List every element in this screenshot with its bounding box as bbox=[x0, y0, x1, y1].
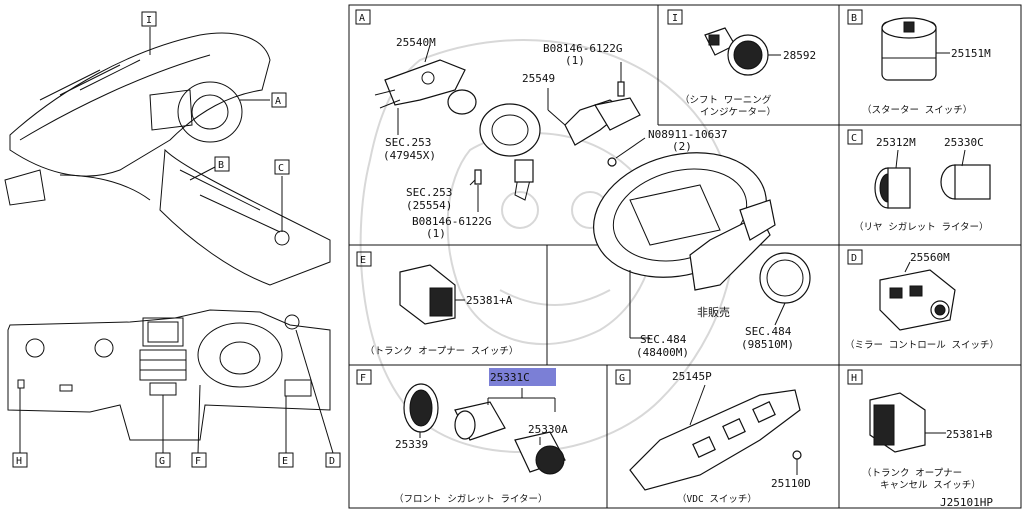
section-borders bbox=[348, 4, 1022, 509]
trunk-cancel-switch-drawing bbox=[869, 392, 946, 453]
section-tag-F: F bbox=[356, 369, 372, 385]
svg-text:G: G bbox=[619, 373, 625, 384]
starter-switch-drawing bbox=[881, 17, 950, 81]
part-25549: 25549 bbox=[522, 72, 555, 85]
part-sec253-a: SEC.253 bbox=[385, 136, 431, 149]
part-25381B: 25381+B bbox=[946, 428, 993, 441]
part-nut-qty: (2) bbox=[672, 140, 692, 153]
section-tag-G: G bbox=[615, 369, 631, 385]
part-28592: 28592 bbox=[783, 49, 816, 62]
overview-tag-C: C bbox=[274, 159, 290, 175]
caption-front-lighter: （フロント シガレット ライター） bbox=[394, 493, 548, 505]
svg-text:G: G bbox=[159, 456, 165, 467]
caption-vdc-switch: （VDC スイッチ） bbox=[677, 493, 757, 505]
highlight-25331C bbox=[489, 368, 556, 386]
svg-text:H: H bbox=[851, 373, 857, 384]
drawing-id: J25101HP bbox=[940, 496, 993, 509]
steering-wheel-drawing bbox=[592, 152, 776, 339]
svg-text:I: I bbox=[146, 15, 152, 26]
vdc-switch-drawing bbox=[629, 384, 802, 491]
overview-tag-G: G bbox=[155, 452, 171, 468]
combination-switch-drawing bbox=[374, 44, 477, 135]
part-25331C: 25331C bbox=[490, 371, 530, 384]
section-tag-H: H bbox=[847, 369, 863, 385]
bolt-upper-drawing bbox=[617, 62, 625, 97]
part-48400M: (48400M) bbox=[636, 346, 689, 359]
part-bolt-qty-lower: (1) bbox=[426, 227, 446, 240]
part-25554: (25554) bbox=[406, 199, 452, 212]
caption-rear-lighter: （リヤ シガレット ライター） bbox=[854, 221, 989, 233]
trunk-switch-drawing bbox=[399, 264, 465, 325]
overview-tag-E: E bbox=[278, 452, 294, 468]
overview-tag-F: F bbox=[191, 452, 207, 468]
overview-tag-B: B bbox=[214, 156, 230, 172]
svg-text:F: F bbox=[195, 456, 201, 467]
caption-shift-indicator-line2: インジケーター） bbox=[700, 106, 776, 118]
part-25330A: 25330A bbox=[528, 423, 568, 436]
nut-drawing bbox=[607, 137, 646, 167]
watermark-emblem bbox=[359, 39, 736, 453]
part-bolt-08146-upper: B08146-6122G bbox=[543, 42, 622, 55]
part-47945X: (47945X) bbox=[383, 149, 436, 162]
part-nut-08911: N08911-10637 bbox=[648, 128, 727, 141]
caption-trunk-cancel-line2: キャンセル スイッチ） bbox=[880, 479, 981, 491]
section-tag-E: E bbox=[356, 251, 372, 267]
overview-tag-I: I bbox=[141, 11, 157, 27]
svg-text:H: H bbox=[16, 456, 22, 467]
svg-text:C: C bbox=[851, 133, 857, 144]
airbag-module-drawing bbox=[759, 252, 811, 326]
mirror-switch-drawing bbox=[879, 261, 956, 331]
section-tag-I: I bbox=[667, 9, 683, 25]
part-not-for-sale: 非販売 bbox=[697, 306, 730, 319]
caption-shift-indicator-line1: （シフト ワーニング bbox=[680, 94, 772, 106]
svg-text:D: D bbox=[329, 456, 335, 467]
overview-tag-D: D bbox=[325, 452, 341, 468]
part-sec484-wheel: SEC.484 bbox=[640, 333, 687, 346]
svg-text:F: F bbox=[360, 373, 366, 384]
part-25540M: 25540M bbox=[396, 36, 436, 49]
svg-text:E: E bbox=[282, 456, 288, 467]
part-bolt-qty-upper: (1) bbox=[565, 54, 585, 67]
rear-lighter-drawing bbox=[874, 149, 991, 209]
part-bolt-08146-lower: B08146-6122G bbox=[412, 215, 491, 228]
bolt-lower-drawing bbox=[474, 169, 482, 212]
front-lighter-drawing bbox=[403, 368, 566, 475]
part-sec253-b: SEC.253 bbox=[406, 186, 452, 199]
part-25339: 25339 bbox=[395, 438, 428, 451]
caption-trunk-cancel-line1: （トランク オープナー bbox=[862, 467, 962, 479]
part-25145P: 25145P bbox=[672, 370, 712, 383]
overview-tag-A: A bbox=[271, 92, 287, 108]
section-tag-C: C bbox=[847, 129, 863, 145]
section-tag-D: D bbox=[847, 249, 863, 265]
paddle-shifter-drawing bbox=[547, 88, 641, 146]
svg-text:B: B bbox=[851, 13, 857, 24]
part-25330C: 25330C bbox=[944, 136, 984, 149]
overview-tag-H: H bbox=[12, 452, 28, 468]
part-25151M: 25151M bbox=[951, 47, 991, 60]
section-tag-B: B bbox=[847, 9, 863, 25]
part-25381A: 25381+A bbox=[466, 294, 513, 307]
svg-text:A: A bbox=[359, 13, 365, 24]
caption-trunk-switch: （トランク オープナー スイッチ） bbox=[365, 345, 518, 357]
svg-text:E: E bbox=[360, 255, 366, 266]
shift-indicator-drawing bbox=[704, 27, 781, 76]
caption-starter-switch: （スターター スイッチ） bbox=[862, 104, 972, 116]
svg-text:I: I bbox=[672, 13, 678, 24]
part-25560M: 25560M bbox=[910, 251, 950, 264]
svg-text:A: A bbox=[275, 96, 281, 107]
svg-text:C: C bbox=[278, 163, 284, 174]
section-tag-A: A bbox=[355, 9, 371, 25]
svg-text:D: D bbox=[851, 253, 857, 264]
part-25110D: 25110D bbox=[771, 477, 811, 490]
part-25312M: 25312M bbox=[876, 136, 916, 149]
part-98510M: (98510M) bbox=[741, 338, 794, 351]
interior-perspective-drawing bbox=[4, 27, 331, 286]
svg-text:B: B bbox=[218, 160, 224, 171]
caption-mirror-switch: （ミラー コントロール スイッチ） bbox=[845, 339, 999, 351]
part-sec484-airbag: SEC.484 bbox=[745, 325, 792, 338]
clock-spring-drawing bbox=[469, 103, 541, 201]
dashboard-front-drawing bbox=[7, 309, 334, 454]
